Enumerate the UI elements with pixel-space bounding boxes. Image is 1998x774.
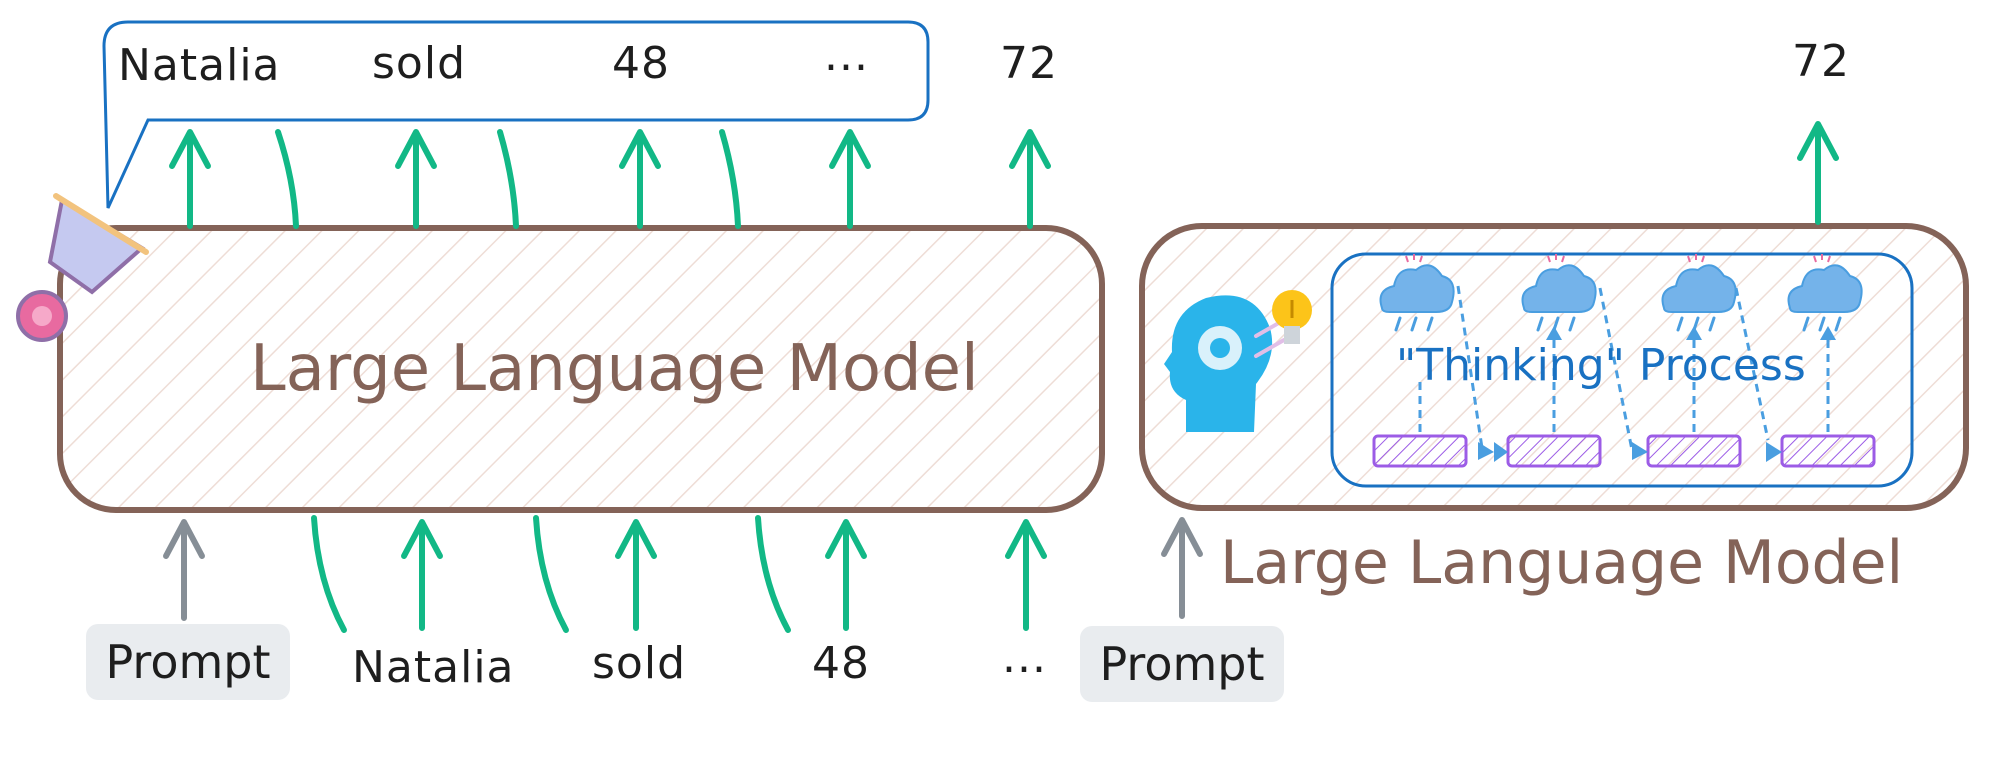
thinking-box (1330, 252, 1914, 488)
input-token-48: 48 (812, 638, 870, 689)
thinking-arrows (1418, 285, 1830, 451)
output-token-72: 72 (1000, 38, 1058, 89)
output-token-natalia: Natalia (118, 40, 281, 91)
output-token-48: 48 (612, 38, 670, 89)
right-input-arrow (1161, 517, 1203, 619)
left-output-arrows (169, 129, 1051, 229)
rain-cloud-icon (1379, 254, 1455, 332)
step-box (1372, 434, 1468, 468)
rain-cloud-icon (1379, 254, 1863, 332)
rain-cloud-icon (1787, 254, 1863, 332)
thinking-arrowheads (1478, 326, 1836, 462)
left-prompt-chip: Prompt (86, 624, 290, 700)
step-box (1646, 434, 1742, 468)
output-token-sold: sold (372, 38, 466, 89)
left-input-arrows (163, 515, 1047, 633)
step-boxes (1372, 434, 1876, 468)
input-token-ellipsis: ... (1002, 632, 1047, 683)
step-box (1506, 434, 1602, 468)
right-model-label: Large Language Model (1220, 528, 1904, 598)
right-output-token-72: 72 (1792, 36, 1850, 87)
right-prompt-chip: Prompt (1080, 626, 1284, 702)
thinking-label: "Thinking" Process (1396, 340, 1806, 391)
step-box (1780, 434, 1876, 468)
megaphone-icon (16, 193, 149, 342)
right-output-arrow (1797, 121, 1839, 225)
head-gear-icon (1164, 295, 1286, 432)
input-token-natalia: Natalia (352, 642, 515, 693)
rain-cloud-icon (1521, 254, 1597, 332)
input-token-sold: sold (592, 638, 686, 689)
right-model-box (1139, 223, 1969, 511)
speech-bubble (102, 20, 930, 209)
left-model-box (57, 225, 1105, 513)
output-token-ellipsis: ... (824, 30, 869, 81)
left-model-label: Large Language Model (250, 332, 979, 406)
lightbulb-icon (1272, 290, 1312, 344)
